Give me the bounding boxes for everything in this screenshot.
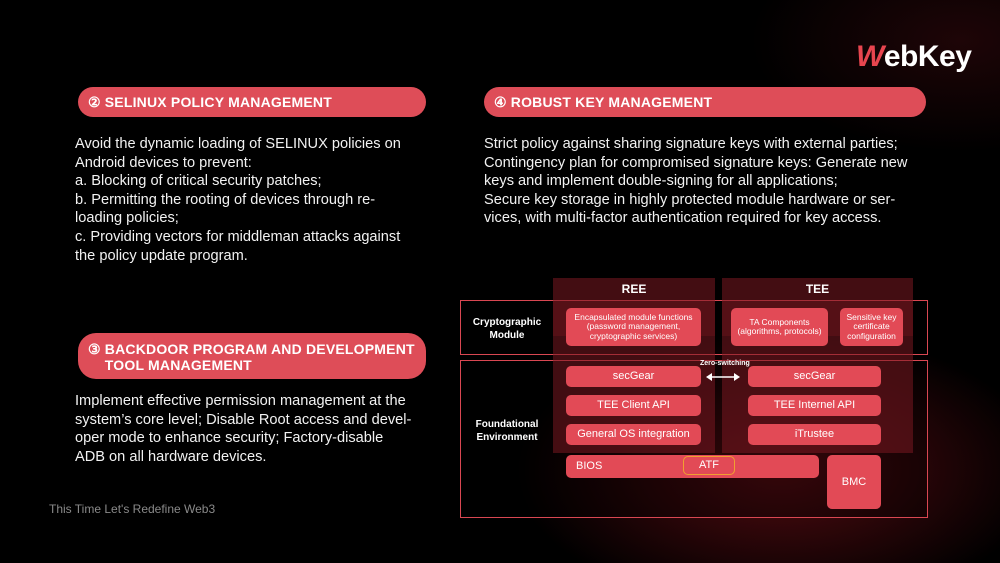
tee-secgear-box: secGear — [748, 366, 881, 387]
section-title-line1: BACKDOOR PROGRAM AND DEVELOPMENT — [104, 341, 415, 357]
section-title: ROBUST KEY MANAGEMENT — [510, 94, 713, 110]
crypto-module-label: Cryptographic Module — [472, 317, 542, 341]
selinux-section-body: Avoid the dynamic loading of SELINUX pol… — [75, 136, 401, 264]
key-section-body: Strict policy against sharing signature … — [484, 136, 908, 227]
itrustee-box: iTrustee — [748, 424, 881, 445]
tee-internal-api-box: TEE Internel API — [748, 395, 881, 416]
footer-tagline: This Time Let's Redefine Web3 — [49, 502, 216, 516]
foundation-label: Foundational Environment — [475, 419, 539, 443]
section-number: ③ — [88, 341, 101, 357]
section-title: SELINUX POLICY MANAGEMENT — [104, 94, 332, 110]
ta-components-box: TA Components (algorithms, protocols) — [731, 308, 828, 346]
ree-crypto-box: Encapsulated module functions (password … — [566, 308, 701, 346]
section-title-line2: TOOL MANAGEMENT — [104, 357, 252, 373]
tee-client-api-box: TEE Client API — [566, 395, 701, 416]
webkey-logo: WebKey — [856, 40, 972, 73]
atf-box: ATF — [683, 456, 735, 475]
bmc-box: BMC — [827, 455, 881, 509]
general-os-box: General OS integration — [566, 424, 701, 445]
key-section-header: ④ ROBUST KEY MANAGEMENT — [484, 87, 926, 117]
section-number: ② — [88, 93, 101, 110]
zero-switching-label: Zero-switching — [700, 360, 750, 367]
sensitive-key-box: Sensitive key certificate configuration — [840, 308, 903, 346]
selinux-section-header: ② SELINUX POLICY MANAGEMENT — [78, 87, 426, 117]
backdoor-section-header: ③ BACKDOOR PROGRAM AND DEVELOPMENT TOOL … — [78, 333, 426, 379]
double-arrow-icon — [706, 373, 740, 381]
backdoor-section-body: Implement effective permission managemen… — [75, 393, 412, 465]
section-number: ④ — [494, 93, 507, 110]
ree-secgear-box: secGear — [566, 366, 701, 387]
